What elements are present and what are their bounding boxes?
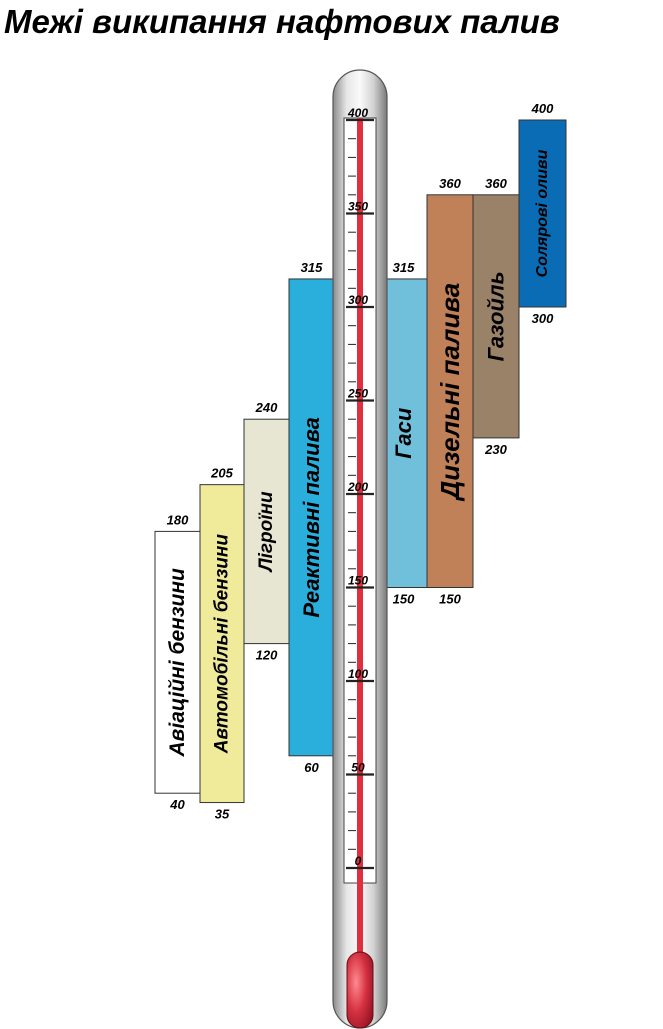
tick-label-0: 0 (355, 854, 362, 868)
tick-label-150: 150 (348, 574, 368, 588)
band-gasoil: 360 230 Газойль (472, 176, 520, 457)
band-low-aviation-gasoline: 40 (169, 797, 185, 812)
band-high-kerosene: 315 (393, 260, 415, 275)
band-diesel: 360 150 Дизельні палива (426, 176, 474, 607)
band-label-solar-oils: Солярові оливи (534, 149, 551, 277)
band-low-ligroin: 120 (256, 648, 278, 663)
band-low-diesel: 150 (439, 592, 461, 607)
band-bar-gasoil (472, 194, 520, 439)
band-bar-solar-oils (518, 119, 567, 308)
tick-label-350: 350 (348, 200, 368, 214)
band-bar-ligroin (243, 418, 290, 645)
band-label-automotive-gasoline: Автомобільні бензини (212, 534, 233, 755)
tick-label-250: 250 (347, 387, 368, 401)
band-low-automotive-gasoline: 35 (215, 807, 230, 822)
band-high-automotive-gasoline: 205 (210, 466, 233, 481)
tick-label-200: 200 (347, 480, 368, 494)
band-low-jet-fuel: 60 (304, 760, 319, 775)
thermometer-bulb (346, 951, 374, 1029)
band-low-solar-oils: 300 (532, 311, 554, 326)
band-label-ligroin: Лігроїни (256, 491, 277, 573)
band-label-kerosene: Гаси (391, 407, 416, 459)
band-bar-jet-fuel (288, 278, 335, 757)
bands-group: 180 40 Авіаційні бензини 205 35 Автомобільні … (154, 101, 567, 822)
band-high-aviation-gasoline: 180 (167, 512, 189, 527)
band-label-diesel: Дизельні палива (435, 283, 465, 502)
tick-label-300: 300 (348, 293, 368, 307)
band-high-diesel: 360 (439, 176, 461, 191)
thermometer: 0 50 100 150 200 250 300 350 400 (332, 69, 388, 1029)
band-label-gasoil: Газойль (484, 271, 509, 361)
band-high-jet-fuel: 315 (301, 260, 323, 275)
band-bar-automotive-gasoline (199, 484, 245, 804)
band-solar-oils: 400 300 Солярові оливи (518, 101, 567, 326)
band-high-ligroin: 240 (255, 400, 278, 415)
band-aviation-gasoline: 180 40 Авіаційні бензини (154, 512, 201, 812)
tick-label-400: 400 (347, 106, 368, 120)
band-bar-aviation-gasoline (154, 530, 201, 794)
band-low-kerosene: 150 (393, 592, 415, 607)
tick-label-50: 50 (351, 761, 365, 775)
diagram-title: Межі википання нафтових палив (4, 3, 560, 40)
band-high-solar-oils: 400 (531, 101, 554, 116)
tick-label-100: 100 (348, 667, 368, 681)
band-automotive-gasoline: 205 35 Автомобільні бензини (199, 466, 245, 822)
band-label-aviation-gasoline: Авіаційні бензини (166, 568, 189, 758)
scale-ticks: 0 50 100 150 200 250 300 350 400 (346, 106, 374, 870)
band-label-jet-fuel: Реактивні палива (299, 417, 324, 617)
band-ligroin: 240 120 Лігроїни (243, 400, 290, 663)
band-low-gasoil: 230 (484, 442, 507, 457)
mercury-column (357, 118, 363, 958)
band-jet-fuel: 315 60 Реактивні палива (288, 260, 335, 775)
band-high-gasoil: 360 (485, 176, 507, 191)
band-bar-diesel (426, 194, 474, 589)
